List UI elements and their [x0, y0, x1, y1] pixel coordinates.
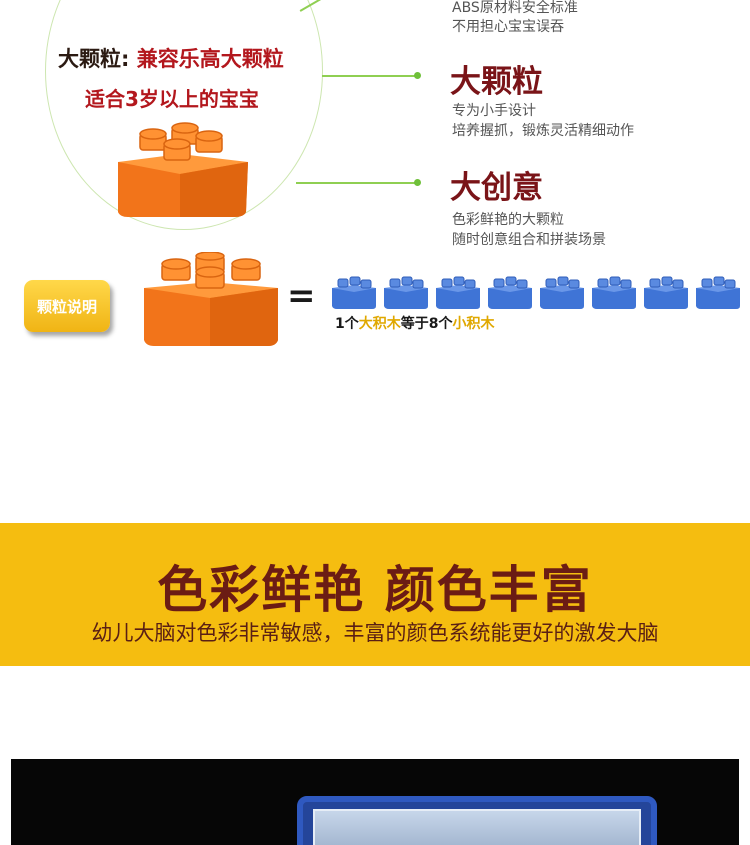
connector-line-3 — [296, 182, 416, 184]
small-blue-brick-image — [696, 276, 740, 309]
connector-dot-3 — [414, 179, 421, 186]
equals-sign: = — [287, 276, 316, 316]
small-blue-brick-image — [384, 276, 428, 309]
small-blue-brick-image — [332, 276, 376, 309]
feature-2-line-2: 培养握抓，锻炼灵活精细动作 — [452, 123, 634, 139]
color-banner: 色彩鲜艳 颜色丰富 幼儿大脑对色彩非常敏感，丰富的颜色系统能更好的激发大脑 — [0, 523, 750, 666]
connector-line-2 — [322, 75, 416, 77]
large-orange-brick-image — [118, 122, 248, 217]
feature-1-line-2: 不用担心宝宝误吞 — [452, 19, 564, 35]
circle-subtitle: 适合3岁以上的宝宝 — [85, 87, 259, 111]
circle-title-highlight: 兼容乐高大颗粒 — [136, 47, 284, 71]
caption-part-1: 1个 — [335, 316, 359, 332]
feature-3-title: 大创意 — [450, 170, 543, 206]
feature-1-line-1: ABS原材料安全标准 — [452, 0, 578, 16]
caption-part-4: 小积木 — [452, 316, 495, 332]
connector-dot-2 — [414, 72, 421, 79]
small-blue-brick-image — [436, 276, 480, 309]
banner-title: 色彩鲜艳 颜色丰富 — [157, 561, 593, 619]
banner-subtitle: 幼儿大脑对色彩非常敏感，丰富的颜色系统能更好的激发大脑 — [91, 621, 659, 645]
small-blue-brick-image — [592, 276, 636, 309]
circle-title: 大颗粒: 兼容乐高大颗粒 — [58, 43, 284, 73]
particle-badge: 颗粒说明 — [24, 280, 110, 332]
storage-box-image — [297, 796, 657, 845]
caption-part-2: 大积木 — [358, 316, 401, 332]
large-orange-brick-image-2 — [144, 252, 278, 346]
small-blue-brick-image — [644, 276, 688, 309]
small-bricks-row — [330, 276, 742, 310]
small-blue-brick-image — [488, 276, 532, 309]
small-blue-brick-image — [540, 276, 584, 309]
feature-2-title: 大颗粒 — [450, 64, 543, 100]
feature-3-line-2: 随时创意组合和拼装场景 — [452, 232, 606, 248]
product-photo-panel — [11, 759, 739, 845]
circle-title-prefix: 大颗粒: — [58, 47, 130, 71]
caption-part-3: 等于8个 — [400, 316, 453, 332]
feature-3-line-1: 色彩鲜艳的大颗粒 — [452, 212, 564, 228]
feature-2-line-1: 专为小手设计 — [452, 103, 536, 119]
brick-equivalence-caption: 1个大积木等于8个小积木 — [335, 313, 495, 333]
storage-box-lid — [313, 809, 641, 845]
